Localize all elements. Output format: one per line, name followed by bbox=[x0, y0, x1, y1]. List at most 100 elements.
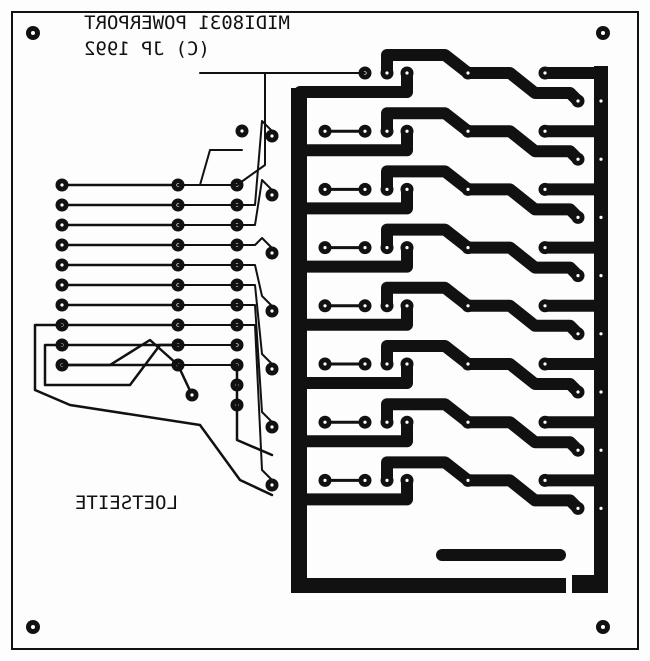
drill-hole bbox=[576, 390, 580, 394]
drill-hole bbox=[385, 362, 389, 366]
drill-hole bbox=[363, 246, 367, 250]
drill-hole bbox=[543, 478, 547, 482]
ground-bus-left bbox=[291, 88, 307, 593]
drill-hole bbox=[270, 483, 274, 487]
drill-hole bbox=[543, 71, 547, 75]
drill-hole bbox=[60, 203, 64, 207]
drill-hole bbox=[599, 390, 603, 394]
drill-hole bbox=[363, 478, 367, 482]
drill-hole bbox=[323, 362, 327, 366]
drill-hole bbox=[405, 129, 409, 133]
drill-hole bbox=[385, 420, 389, 424]
drill-hole bbox=[405, 187, 409, 191]
drill-hole bbox=[270, 251, 274, 255]
drill-hole bbox=[60, 183, 64, 187]
drill-hole bbox=[240, 129, 244, 133]
drill-hole bbox=[405, 362, 409, 366]
power-bus-foot bbox=[572, 575, 608, 593]
drill-hole bbox=[405, 420, 409, 424]
drill-hole bbox=[466, 246, 470, 250]
channel-drive-trace bbox=[381, 107, 584, 166]
drill-hole bbox=[60, 303, 64, 307]
drill-hole bbox=[270, 134, 274, 138]
drill-hole bbox=[599, 215, 603, 219]
drill-hole bbox=[543, 187, 547, 191]
channel-drive-trace bbox=[381, 281, 584, 340]
drill-hole bbox=[270, 367, 274, 371]
drill-hole bbox=[599, 99, 603, 103]
drill-hole bbox=[60, 223, 64, 227]
drill-hole bbox=[599, 506, 603, 510]
drill-hole bbox=[576, 274, 580, 278]
drill-hole bbox=[466, 478, 470, 482]
routing-trace bbox=[236, 72, 366, 186]
drill-hole bbox=[576, 215, 580, 219]
drill-hole bbox=[323, 187, 327, 191]
drill-hole bbox=[363, 304, 367, 308]
mounting-hole-drill bbox=[31, 625, 35, 629]
drill-hole bbox=[323, 129, 327, 133]
drill-hole bbox=[385, 187, 389, 191]
drill-hole bbox=[385, 246, 389, 250]
drill-hole bbox=[270, 425, 274, 429]
drill-hole bbox=[270, 309, 274, 313]
drill-hole bbox=[60, 283, 64, 287]
drill-hole bbox=[363, 362, 367, 366]
channel-drive-trace bbox=[381, 223, 584, 282]
routing-trace bbox=[177, 149, 243, 186]
drill-hole bbox=[466, 362, 470, 366]
drill-hole bbox=[599, 332, 603, 336]
drill-hole bbox=[576, 332, 580, 336]
drill-hole bbox=[405, 304, 409, 308]
board-outline bbox=[11, 11, 639, 650]
drill-hole bbox=[466, 129, 470, 133]
drill-hole bbox=[576, 99, 580, 103]
drill-hole bbox=[405, 478, 409, 482]
drill-hole bbox=[599, 157, 603, 161]
drill-hole bbox=[576, 157, 580, 161]
board-copyright: (C) JP 1992 bbox=[84, 38, 210, 60]
routing-trace bbox=[236, 237, 273, 249]
drill-hole bbox=[385, 304, 389, 308]
routing-trace bbox=[236, 304, 273, 423]
board-title: MIDI8031 POWERPORT bbox=[84, 12, 290, 34]
drill-hole bbox=[323, 304, 327, 308]
drill-hole bbox=[466, 71, 470, 75]
drill-hole bbox=[543, 304, 547, 308]
drill-hole bbox=[543, 362, 547, 366]
channel-drive-trace bbox=[381, 456, 584, 515]
drill-hole bbox=[323, 478, 327, 482]
drill-hole bbox=[466, 304, 470, 308]
channel-drive-trace bbox=[381, 165, 584, 224]
channel-drive-trace bbox=[381, 49, 584, 107]
drill-hole bbox=[543, 129, 547, 133]
drill-hole bbox=[466, 187, 470, 191]
drill-hole bbox=[466, 420, 470, 424]
drill-hole bbox=[323, 420, 327, 424]
side-label: LOETSEITE bbox=[75, 492, 178, 514]
routing-trace bbox=[236, 264, 273, 307]
drill-hole bbox=[576, 448, 580, 452]
drill-hole bbox=[599, 274, 603, 278]
channel-drive-trace bbox=[381, 398, 584, 457]
routing-trace bbox=[236, 324, 273, 481]
drill-hole bbox=[190, 393, 194, 397]
mounting-hole-drill bbox=[601, 31, 605, 35]
drill-hole bbox=[270, 193, 274, 197]
loop-trace bbox=[43, 343, 180, 387]
mounting-hole-drill bbox=[601, 625, 605, 629]
drill-hole bbox=[385, 129, 389, 133]
drill-hole bbox=[385, 71, 389, 75]
drill-hole bbox=[323, 246, 327, 250]
drill-hole bbox=[363, 129, 367, 133]
drill-hole bbox=[385, 478, 389, 482]
drill-hole bbox=[576, 506, 580, 510]
drill-hole bbox=[543, 420, 547, 424]
drill-hole bbox=[405, 246, 409, 250]
drill-hole bbox=[60, 243, 64, 247]
routing-trace bbox=[236, 120, 273, 206]
loop-trace bbox=[60, 338, 194, 397]
drill-hole bbox=[363, 420, 367, 424]
